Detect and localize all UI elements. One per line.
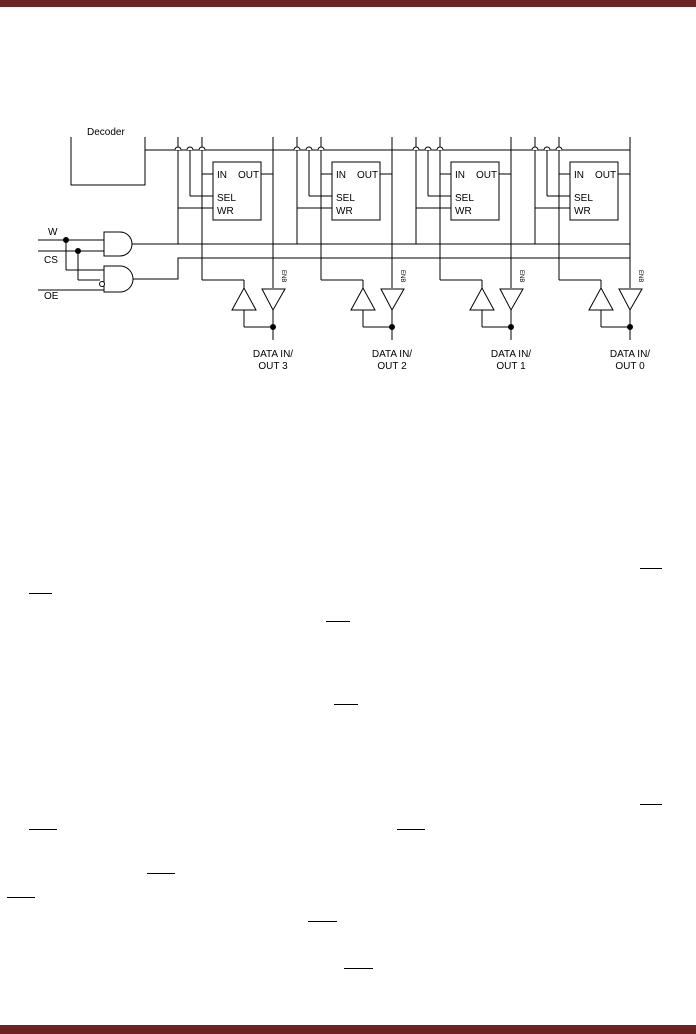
cell-out-label: OUT: [357, 170, 378, 181]
cs-input-label: CS: [44, 255, 58, 266]
write-and-gate: [103, 231, 133, 257]
cs-junction: [75, 248, 81, 254]
cell-in-label: IN: [455, 170, 465, 181]
wire-hop: [198, 146, 206, 151]
cell-in-label: IN: [217, 170, 227, 181]
data-io-label: OUT 3: [258, 361, 288, 372]
data-io-label: OUT 0: [615, 361, 645, 372]
wire-hop: [543, 146, 551, 151]
footer-rule: [0, 1025, 696, 1034]
memory-column: IN OUT SEL WR ENB DATA IN/OUT 0: [531, 137, 650, 372]
wire-hop: [305, 146, 313, 151]
cell-sel-label: SEL: [217, 193, 236, 204]
tristate-output-buffer: [261, 288, 286, 312]
input-buffer: [231, 286, 257, 311]
cell-in-label: IN: [336, 170, 346, 181]
memory-column: IN OUT SEL WR ENB DATA IN/OUT 3: [174, 137, 293, 372]
cell-out-label: OUT: [595, 170, 616, 181]
overline-mark: [308, 921, 337, 922]
data-io-label: OUT 1: [496, 361, 526, 372]
overline-mark: [334, 704, 358, 705]
overline-mark: [344, 968, 373, 969]
overline-mark: [29, 593, 52, 594]
enable-label: ENB: [280, 270, 286, 282]
data-io-label: DATA IN/: [372, 349, 412, 360]
memory-cell: [331, 161, 381, 221]
enable-label: ENB: [518, 270, 524, 282]
cell-wr-label: WR: [455, 206, 472, 217]
data-junction: [508, 324, 514, 330]
memory-column: IN OUT SEL WR ENB DATA IN/OUT 1: [412, 137, 531, 372]
cell-wr-label: WR: [574, 206, 591, 217]
memory-cell: [450, 161, 500, 221]
cell-out-label: OUT: [476, 170, 497, 181]
data-io-label: OUT 2: [377, 361, 407, 372]
input-buffer: [469, 286, 495, 311]
data-junction: [270, 324, 276, 330]
decoder-label: Decoder: [87, 127, 125, 138]
header-rule: [0, 0, 696, 7]
oe-input-label: OE: [44, 291, 59, 302]
memory-cell: [212, 161, 262, 221]
cell-wr-label: WR: [336, 206, 353, 217]
overline-mark: [326, 621, 350, 622]
cell-sel-label: SEL: [336, 193, 355, 204]
wire-hop: [317, 146, 325, 151]
wire-hop: [174, 146, 182, 151]
decoder-block: Decoder: [70, 127, 146, 186]
wire-hop: [555, 146, 563, 151]
cell-sel-label: SEL: [455, 193, 474, 204]
overline-mark: [640, 568, 662, 569]
wire-hop: [531, 146, 539, 151]
wire-hop: [186, 146, 194, 151]
ram-circuit-diagram: Decoder W CS OE IN OUT SEL WR ENB DATA IN/OUT…: [38, 127, 650, 372]
wire-hop: [412, 146, 420, 151]
enable-label: ENB: [399, 270, 405, 282]
wire-hop: [436, 146, 444, 151]
enable-label: ENB: [637, 270, 643, 282]
tristate-output-buffer: [618, 288, 643, 312]
data-io-label: DATA IN/: [491, 349, 531, 360]
memory-cell: [569, 161, 619, 221]
w-junction: [63, 237, 69, 243]
wire-hop: [424, 146, 432, 151]
overline-mark: [7, 897, 35, 898]
overline-mark: [397, 829, 425, 830]
wire-hop: [293, 146, 301, 151]
tristate-output-buffer: [499, 288, 524, 312]
overline-mark: [640, 804, 662, 805]
tristate-output-buffer: [380, 288, 405, 312]
cell-sel-label: SEL: [574, 193, 593, 204]
overline-mark: [147, 873, 175, 874]
input-buffer: [588, 286, 614, 311]
w-input-label: W: [48, 227, 58, 238]
data-junction: [389, 324, 395, 330]
memory-column: IN OUT SEL WR ENB DATA IN/OUT 2: [293, 137, 412, 372]
cell-wr-label: WR: [217, 206, 234, 217]
input-buffer: [350, 286, 376, 311]
overline-mark: [29, 829, 57, 830]
cell-in-label: IN: [574, 170, 584, 181]
data-io-label: DATA IN/: [610, 349, 650, 360]
oe-inverter-bubble: [99, 281, 105, 287]
data-io-label: DATA IN/: [253, 349, 293, 360]
cell-out-label: OUT: [238, 170, 259, 181]
data-junction: [627, 324, 633, 330]
read-and-gate: [103, 265, 134, 293]
